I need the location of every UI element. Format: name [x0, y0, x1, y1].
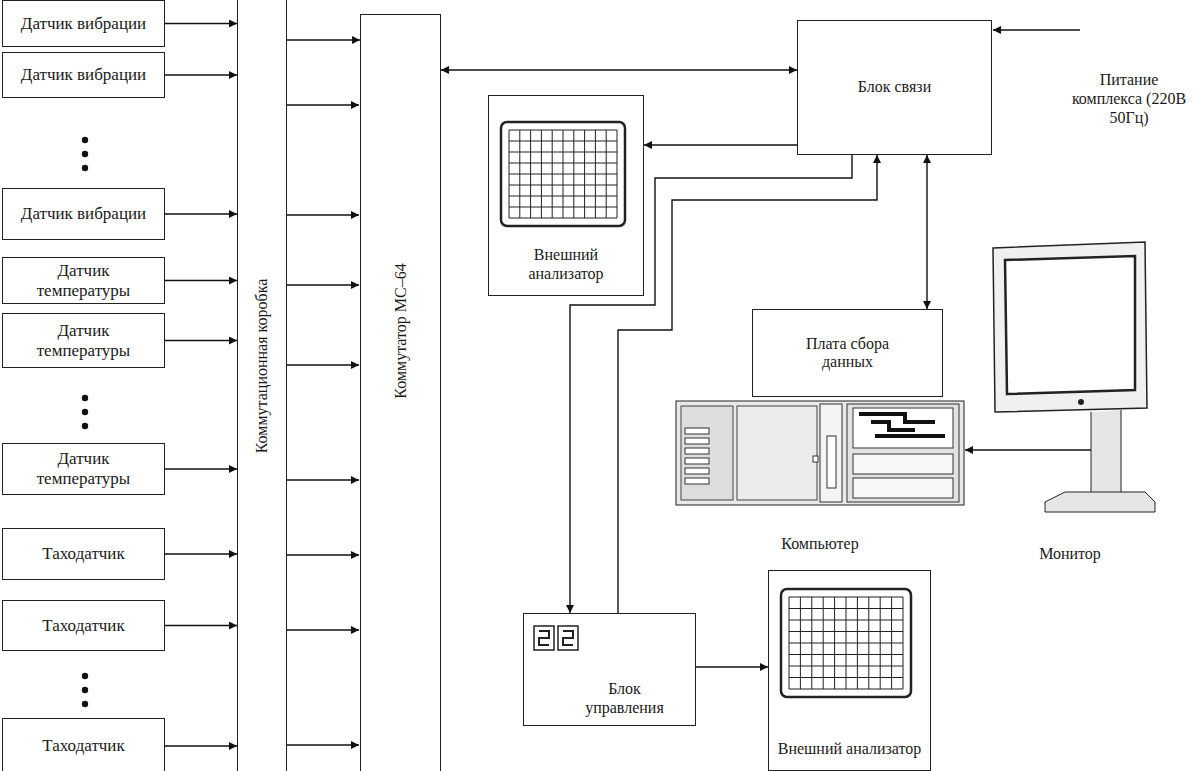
connector-arrow	[441, 69, 797, 70]
temperature-sensor-box: Датчик температуры	[2, 313, 165, 368]
monitor-illustration	[985, 240, 1155, 565]
power-label: Питание комплекса (220В 50Гц)	[1070, 70, 1188, 128]
analyzer-box: Внешний анализатор	[488, 95, 644, 296]
computer-unit: Компьютер	[675, 400, 965, 555]
channel-arrow	[287, 104, 359, 105]
node-label: Датчик вибрации	[21, 204, 146, 224]
connector-arrow	[165, 280, 237, 281]
temperature-sensor-box: Датчик температуры	[2, 257, 165, 304]
connector-arrow	[165, 745, 237, 746]
ellipsis-dot	[82, 151, 88, 157]
junction-box: Коммутационная коробка	[237, 0, 287, 771]
connector-arrow	[165, 468, 237, 469]
channel-arrow	[287, 214, 359, 215]
node-label: Блок управления	[574, 680, 675, 717]
tacho-sensor-box: Таходатчик	[2, 718, 165, 771]
analyzer-box: Внешний анализатор	[768, 570, 931, 771]
connector-arrow	[644, 144, 797, 145]
node-label: Блок связи	[858, 78, 931, 96]
ellipsis-dot	[82, 687, 88, 693]
ellipsis-dot	[82, 395, 88, 401]
node-label: Датчик температуры	[9, 321, 158, 360]
node-label: Датчик вибрации	[21, 65, 146, 85]
channel-arrow	[287, 479, 359, 480]
channel-arrow	[287, 364, 359, 365]
connector-arrow	[287, 39, 360, 40]
ellipsis-dot	[82, 165, 88, 171]
analyzer-screen-icon	[769, 571, 926, 766]
connector-arrow	[165, 213, 237, 214]
channel-arrow	[287, 744, 359, 745]
node-label: Монитор	[1039, 545, 1101, 563]
connector-arrow	[165, 23, 237, 24]
computer-illustration	[675, 400, 965, 555]
ellipsis-dot	[82, 701, 88, 707]
ellipsis-dot	[82, 673, 88, 679]
node-label: Таходатчик	[42, 544, 124, 564]
node-label: Таходатчик	[42, 736, 124, 756]
tacho-sensor-box: Таходатчик	[2, 528, 165, 580]
node-label: Таходатчик	[42, 616, 124, 636]
ellipsis-dot	[82, 137, 88, 143]
tacho-sensor-box: Таходатчик	[2, 600, 165, 651]
link-unit-box: Блок связи	[797, 20, 992, 155]
vibration-sensor-box: Датчик вибрации	[2, 0, 165, 47]
ellipsis-dot	[82, 409, 88, 415]
connector-arrow	[926, 155, 927, 309]
control-unit-box: Блок управления	[523, 613, 696, 726]
power-arrow	[993, 29, 1080, 30]
connector-arrow	[165, 340, 237, 341]
connector-arrow	[165, 625, 237, 626]
connector-arrow	[165, 553, 237, 554]
node-label: Коммутационная коробка	[253, 279, 271, 454]
connector-arrow	[696, 666, 768, 667]
vibration-sensor-box: Датчик вибрации	[2, 52, 165, 98]
node-label: Датчик вибрации	[21, 14, 146, 34]
node-label: Плата сбора данных	[793, 335, 902, 372]
switch-box: Коммутатор МС–64	[360, 14, 441, 771]
channel-arrow	[287, 554, 359, 555]
node-label: Коммутатор МС–64	[391, 263, 409, 398]
vibration-sensor-box: Датчик вибрации	[2, 188, 165, 240]
monitor-unit: Монитор	[985, 240, 1155, 565]
node-label: Внешний анализатор	[495, 246, 637, 283]
channel-arrow	[287, 284, 359, 285]
channel-arrow	[287, 629, 359, 630]
temperature-sensor-box: Датчик температуры	[2, 443, 165, 495]
node-label: Внешний анализатор	[778, 740, 922, 758]
node-label: Датчик температуры	[9, 449, 158, 488]
connector-arrow	[965, 449, 1105, 450]
node-label: Датчик температуры	[9, 261, 158, 300]
node-label: Компьютер	[781, 535, 858, 553]
connector-arrow	[165, 74, 237, 75]
ellipsis-dot	[82, 423, 88, 429]
daq-board-box: Плата сбора данных	[752, 309, 943, 397]
